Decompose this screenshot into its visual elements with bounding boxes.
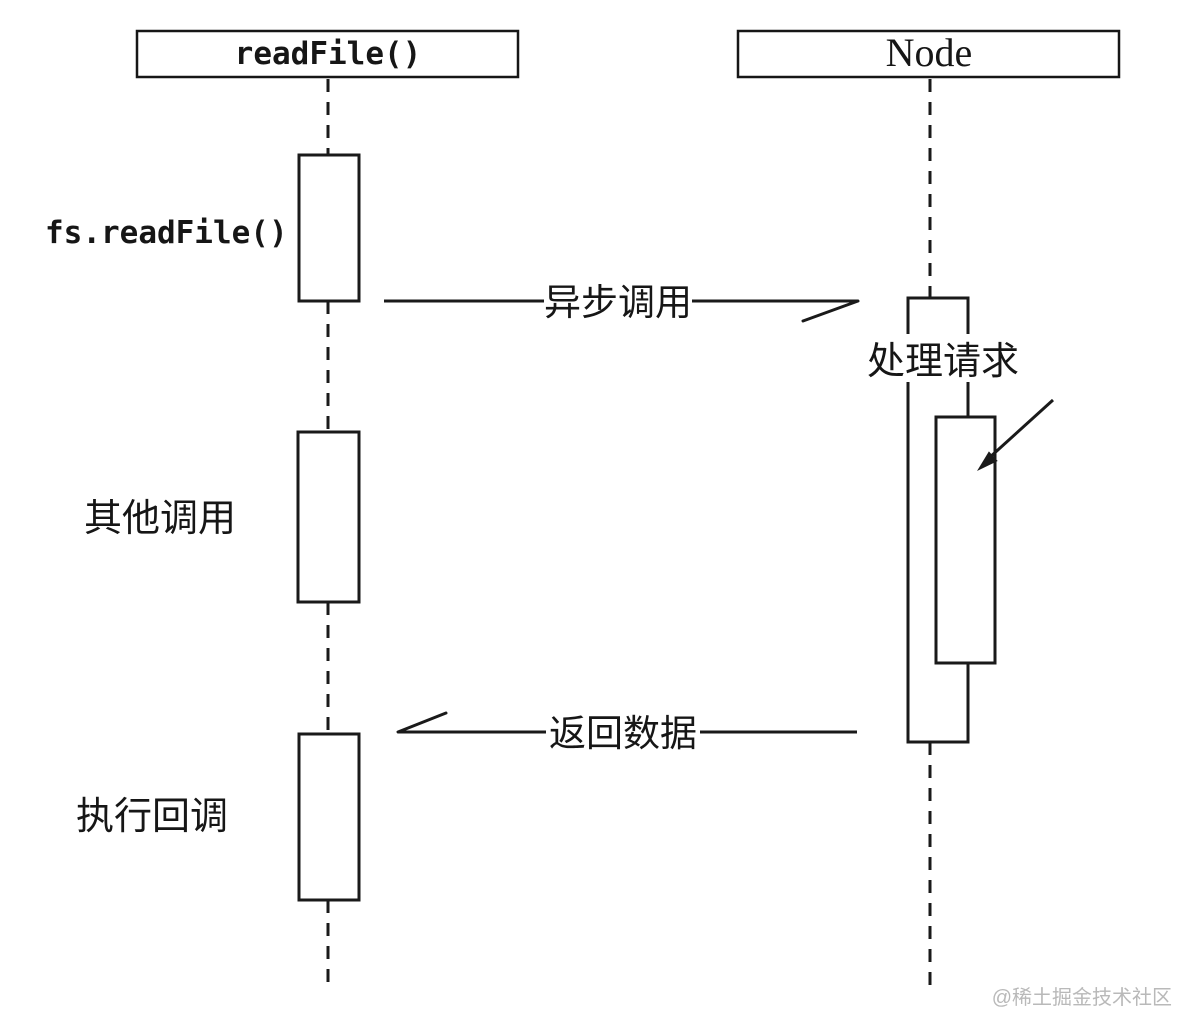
participant-readfile-label: readFile()	[235, 36, 422, 72]
handle-request-label: 处理请求	[867, 341, 1019, 383]
participant-readfile-box	[135, 29, 520, 79]
exec-callback-label: 执行回调	[76, 796, 228, 838]
pointer-arrow-line	[987, 398, 1055, 460]
participant-node-label: Node	[886, 30, 973, 75]
message-return-data-label: 返回数据	[549, 713, 697, 755]
fs-readfile-label: fs.readFile()	[45, 215, 288, 251]
activation-fs-readfile	[297, 153, 361, 303]
activation-node-inner	[934, 415, 997, 665]
message-async-call-label: 异步调用	[544, 283, 692, 324]
activation-exec-callback	[297, 732, 361, 902]
activation-other-calls	[296, 430, 361, 604]
watermark: @稀土掘金技术社区	[992, 986, 1172, 1009]
pointer-arrowhead-icon	[977, 451, 998, 471]
participant-node-box	[736, 29, 1121, 79]
other-calls-label: 其他调用	[84, 498, 236, 540]
async-call-arrowhead-icon	[801, 299, 860, 323]
handle-request-label-background	[863, 334, 1023, 382]
return-data-arrowhead-icon	[396, 711, 448, 734]
